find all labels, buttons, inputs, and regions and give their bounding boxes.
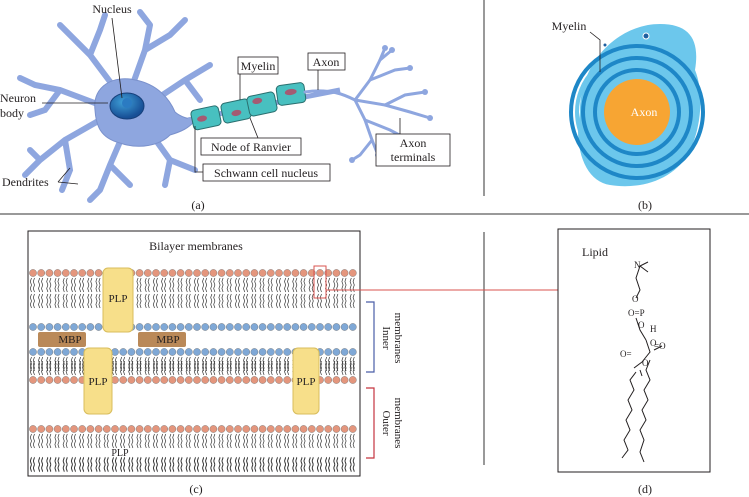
label-inner-2: membranes xyxy=(392,313,404,364)
label-neuron-body-1: Neuron xyxy=(0,91,36,105)
axon-core xyxy=(604,79,670,145)
label-myelin: Myelin xyxy=(241,59,276,73)
label-neuron-body-2: body xyxy=(0,106,24,120)
label-n: N xyxy=(634,260,641,270)
outer-nucleus-dot-2 xyxy=(602,42,608,48)
plp-protein-right xyxy=(292,347,320,415)
panel-a-labels: Nucleus Neuron body Dendrites Myelin Axo… xyxy=(0,2,451,212)
label-o-2: O xyxy=(638,320,645,330)
label-dendrites: Dendrites xyxy=(2,175,49,189)
label-o-3: O xyxy=(650,338,657,348)
caption-b: (b) xyxy=(638,198,652,212)
label-axon-b: Axon xyxy=(631,105,658,119)
label-node-of-ranvier: Node of Ranvier xyxy=(211,140,291,154)
lipid-structure xyxy=(621,261,663,463)
label-axon: Axon xyxy=(313,55,340,69)
label-o-4: O xyxy=(642,358,649,368)
box-schwann-cell-nucleus xyxy=(202,163,331,182)
caption-c: (c) xyxy=(189,482,202,496)
neuron-body-shape xyxy=(94,78,196,147)
panel-c-membranes: PLP MBP MBP PLP PLP PLP Bilayer membrane… xyxy=(27,230,612,496)
label-plp-bottom: PLP xyxy=(111,448,129,459)
tail-row-3a xyxy=(29,433,355,449)
label-inner-1: Inner xyxy=(380,326,392,350)
lipid-highlight-box xyxy=(313,265,327,299)
label-schwann-cell-nucleus: Schwann cell nucleus xyxy=(214,166,318,180)
plp-protein-mid xyxy=(83,347,113,415)
bilayer-layer xyxy=(29,269,357,473)
box-node-of-ranvier xyxy=(200,137,302,156)
panel-d-frame xyxy=(557,228,711,473)
label-plp-mid: PLP xyxy=(89,376,108,388)
box-axon-terminals xyxy=(375,133,451,167)
box-axon xyxy=(307,52,346,71)
label-h: H xyxy=(650,324,657,334)
label-axon-terminals-1: Axon xyxy=(400,136,427,150)
plp-protein-top xyxy=(102,267,134,333)
box-myelin xyxy=(237,56,279,75)
label-mbp-left: MBP xyxy=(58,334,81,346)
mbp-protein-right xyxy=(138,332,186,347)
label-mbp-right: MBP xyxy=(156,334,179,346)
outer-bracket xyxy=(366,387,375,459)
mbp-protein-left xyxy=(38,332,86,347)
axon-terminals-drawing xyxy=(303,46,432,162)
label-myelin-b: Myelin xyxy=(552,19,587,33)
label-o-eq-p: O=P xyxy=(628,308,645,318)
inner-bracket xyxy=(366,301,375,373)
tail-row-3c xyxy=(29,456,355,472)
panel-b-cross-section: Myelin Axon (b) xyxy=(552,19,705,212)
panel-d-lipid: Lipid N O O=P O H O =O O= O (d) xyxy=(557,228,711,496)
label-plp-right: PLP xyxy=(297,376,316,388)
label-o-eq: O= xyxy=(620,349,632,359)
outer-nucleus-dot xyxy=(642,32,650,40)
label-axon-terminals-2: terminals xyxy=(391,150,436,164)
myelin-rings xyxy=(569,44,705,180)
panel-a-neuron xyxy=(17,9,433,203)
headgroup-row-5 xyxy=(29,425,357,433)
label-o-1: O xyxy=(632,294,639,304)
label-nucleus: Nucleus xyxy=(92,2,132,16)
nucleolus xyxy=(122,98,132,108)
label-eq-o: =O xyxy=(654,341,666,351)
headgroup-row-3 xyxy=(29,348,357,356)
label-bilayer-membranes: Bilayer membranes xyxy=(149,239,243,253)
label-outer-1: Outer xyxy=(380,410,392,435)
caption-d: (d) xyxy=(638,482,652,496)
label-plp-top: PLP xyxy=(109,293,128,305)
caption-a: (a) xyxy=(191,198,204,212)
myelin-segments xyxy=(187,82,341,131)
label-outer-2: membranes xyxy=(392,398,404,449)
label-lipid: Lipid xyxy=(582,245,608,259)
